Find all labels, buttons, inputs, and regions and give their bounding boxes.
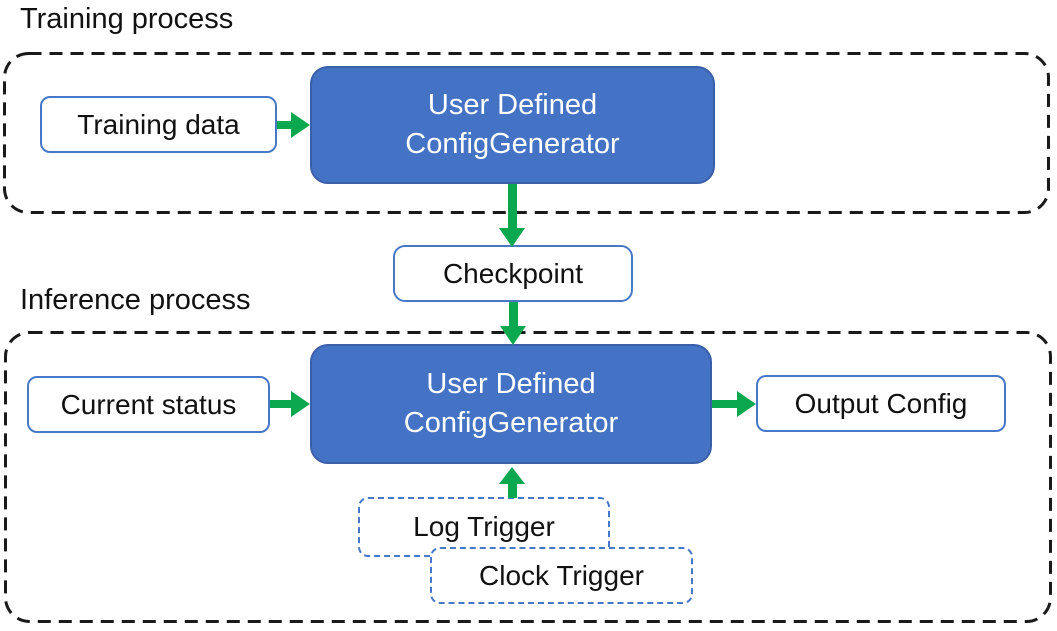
checkpoint-box: Checkpoint — [393, 245, 633, 302]
output-config-label: Output Config — [794, 387, 968, 419]
training-data-label: Training data — [77, 108, 240, 140]
training-config-generator-box: User Defined ConfigGenerator — [310, 66, 715, 184]
training-process-container — [3, 52, 1050, 214]
current-status-label: Current status — [60, 388, 237, 420]
inference-process-container — [4, 331, 1052, 623]
inference-process-title: Inference process — [20, 284, 251, 316]
training-input-arrow-icon — [277, 112, 310, 138]
checkpoint-label: Checkpoint — [442, 257, 584, 289]
inference-input-arrow-icon — [270, 391, 310, 417]
training-process-title: Training process — [20, 3, 234, 35]
training-config-generator-line1: User Defined — [427, 89, 598, 121]
current-status-box: Current status — [27, 376, 270, 433]
output-config-box: Output Config — [756, 375, 1006, 432]
training-config-generator-line2: ConfigGenerator — [405, 128, 620, 160]
training-data-box: Training data — [40, 96, 277, 153]
trigger-arrow-icon — [499, 467, 525, 498]
checkpoint-to-inference-arrow-icon — [500, 302, 526, 345]
inference-output-arrow-icon — [712, 391, 756, 417]
log-trigger-label: Log Trigger — [413, 511, 555, 542]
inference-config-generator-line2: ConfigGenerator — [403, 407, 619, 439]
clock-trigger-label: Clock Trigger — [479, 559, 644, 591]
inference-config-generator-line1: User Defined — [426, 368, 596, 400]
training-to-checkpoint-arrow-icon — [499, 184, 525, 247]
clock-trigger-box: Clock Trigger — [430, 547, 693, 604]
inference-config-generator-box: User Defined ConfigGenerator — [310, 344, 712, 464]
